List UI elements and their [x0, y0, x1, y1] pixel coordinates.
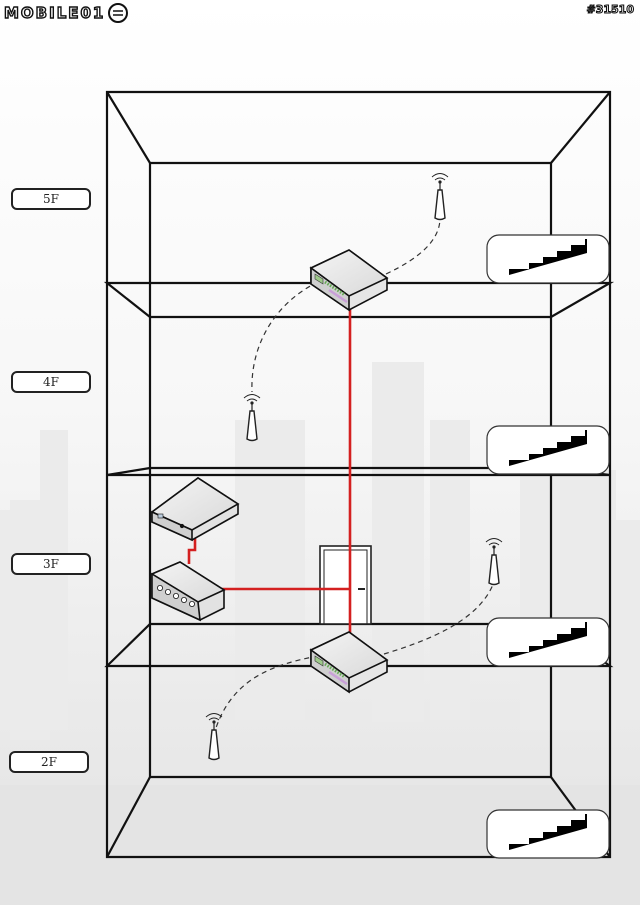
floor-label-3f: 3F: [11, 553, 91, 575]
brand-logo: MOBILE01: [3, 2, 129, 24]
stairs-icon: [486, 809, 610, 859]
modem-icon: [150, 477, 240, 542]
brand-name: MOBILE01: [3, 3, 106, 22]
brand-emblem-icon: [108, 3, 129, 23]
post-id: #31510: [586, 2, 635, 16]
door-icon: [319, 545, 372, 625]
stairs-icon: [486, 234, 610, 284]
floor-label-5f: 5F: [11, 188, 91, 210]
ethernet-cabling: [187, 307, 352, 638]
floor-label-2f: 2F: [9, 751, 89, 773]
wireless-links: [213, 217, 495, 735]
building-frame: [103, 90, 615, 859]
floor-label-4f: 4F: [11, 371, 91, 393]
stairs-icon: [486, 425, 610, 475]
network-switch-icon: [150, 561, 226, 622]
stairs-icon: [486, 617, 610, 667]
